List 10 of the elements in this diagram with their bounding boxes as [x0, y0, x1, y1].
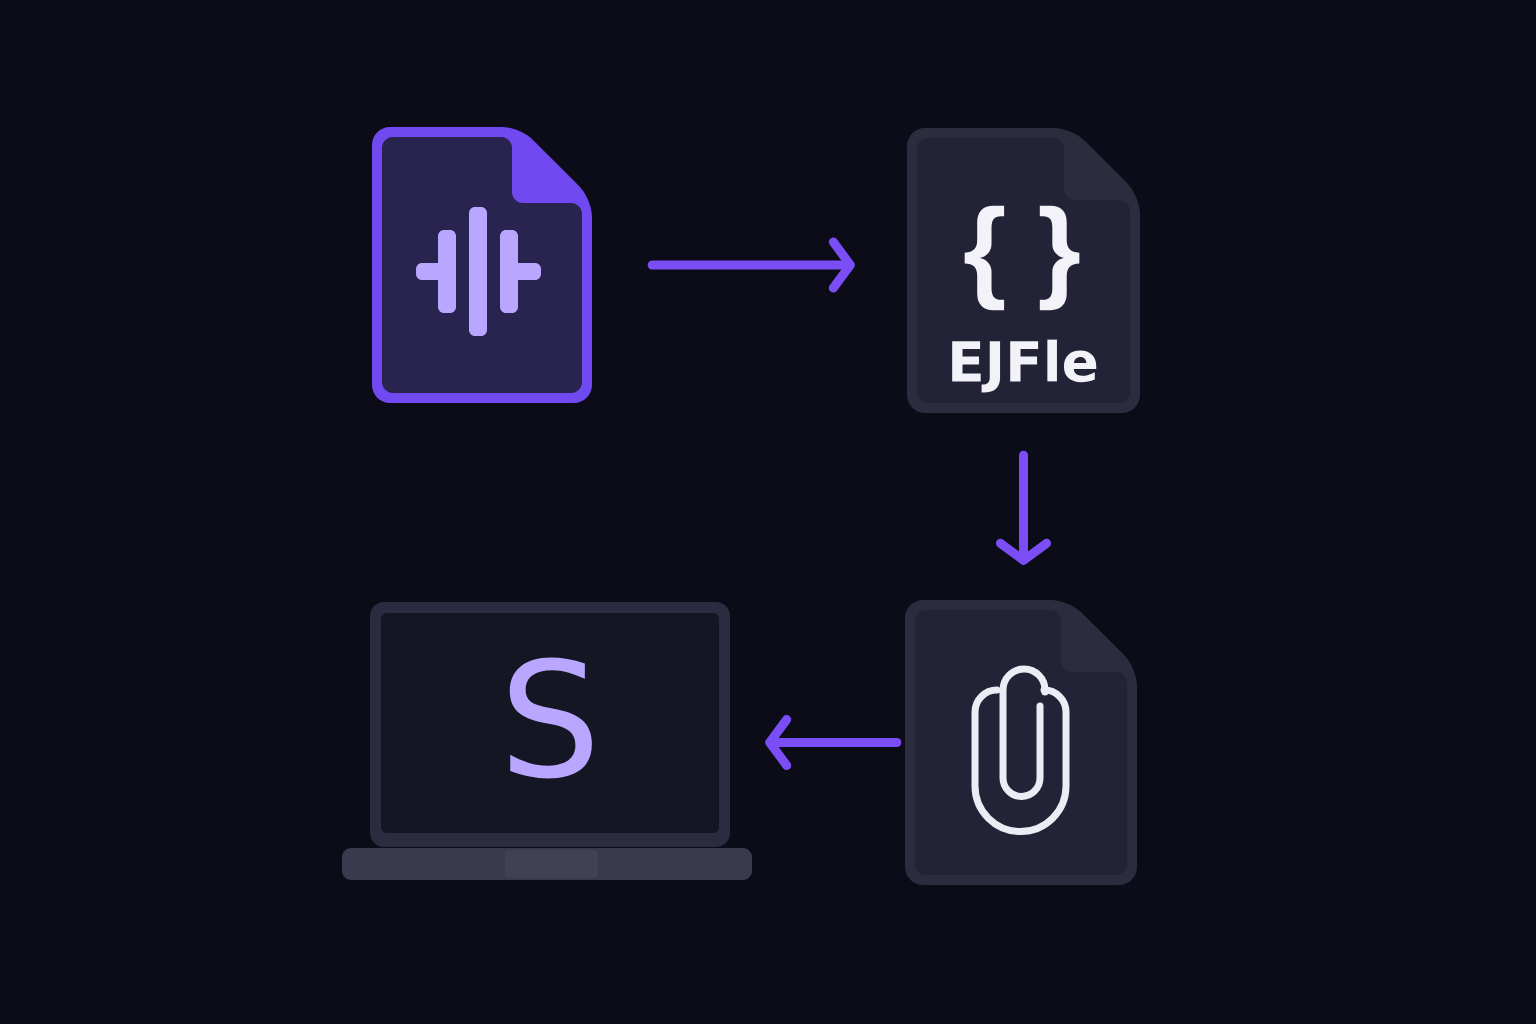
arrow: [647, 237, 855, 293]
audio-file-icon: [372, 127, 592, 403]
arrow: [996, 450, 1051, 565]
arrow: [765, 715, 902, 770]
file-card: [907, 128, 1140, 413]
laptop: [342, 602, 752, 880]
file-label: EJFle: [952, 339, 1097, 393]
screen-letter: S: [509, 657, 592, 779]
code-braces: { }: [964, 205, 1080, 311]
paperclip-file-icon: [905, 600, 1137, 885]
